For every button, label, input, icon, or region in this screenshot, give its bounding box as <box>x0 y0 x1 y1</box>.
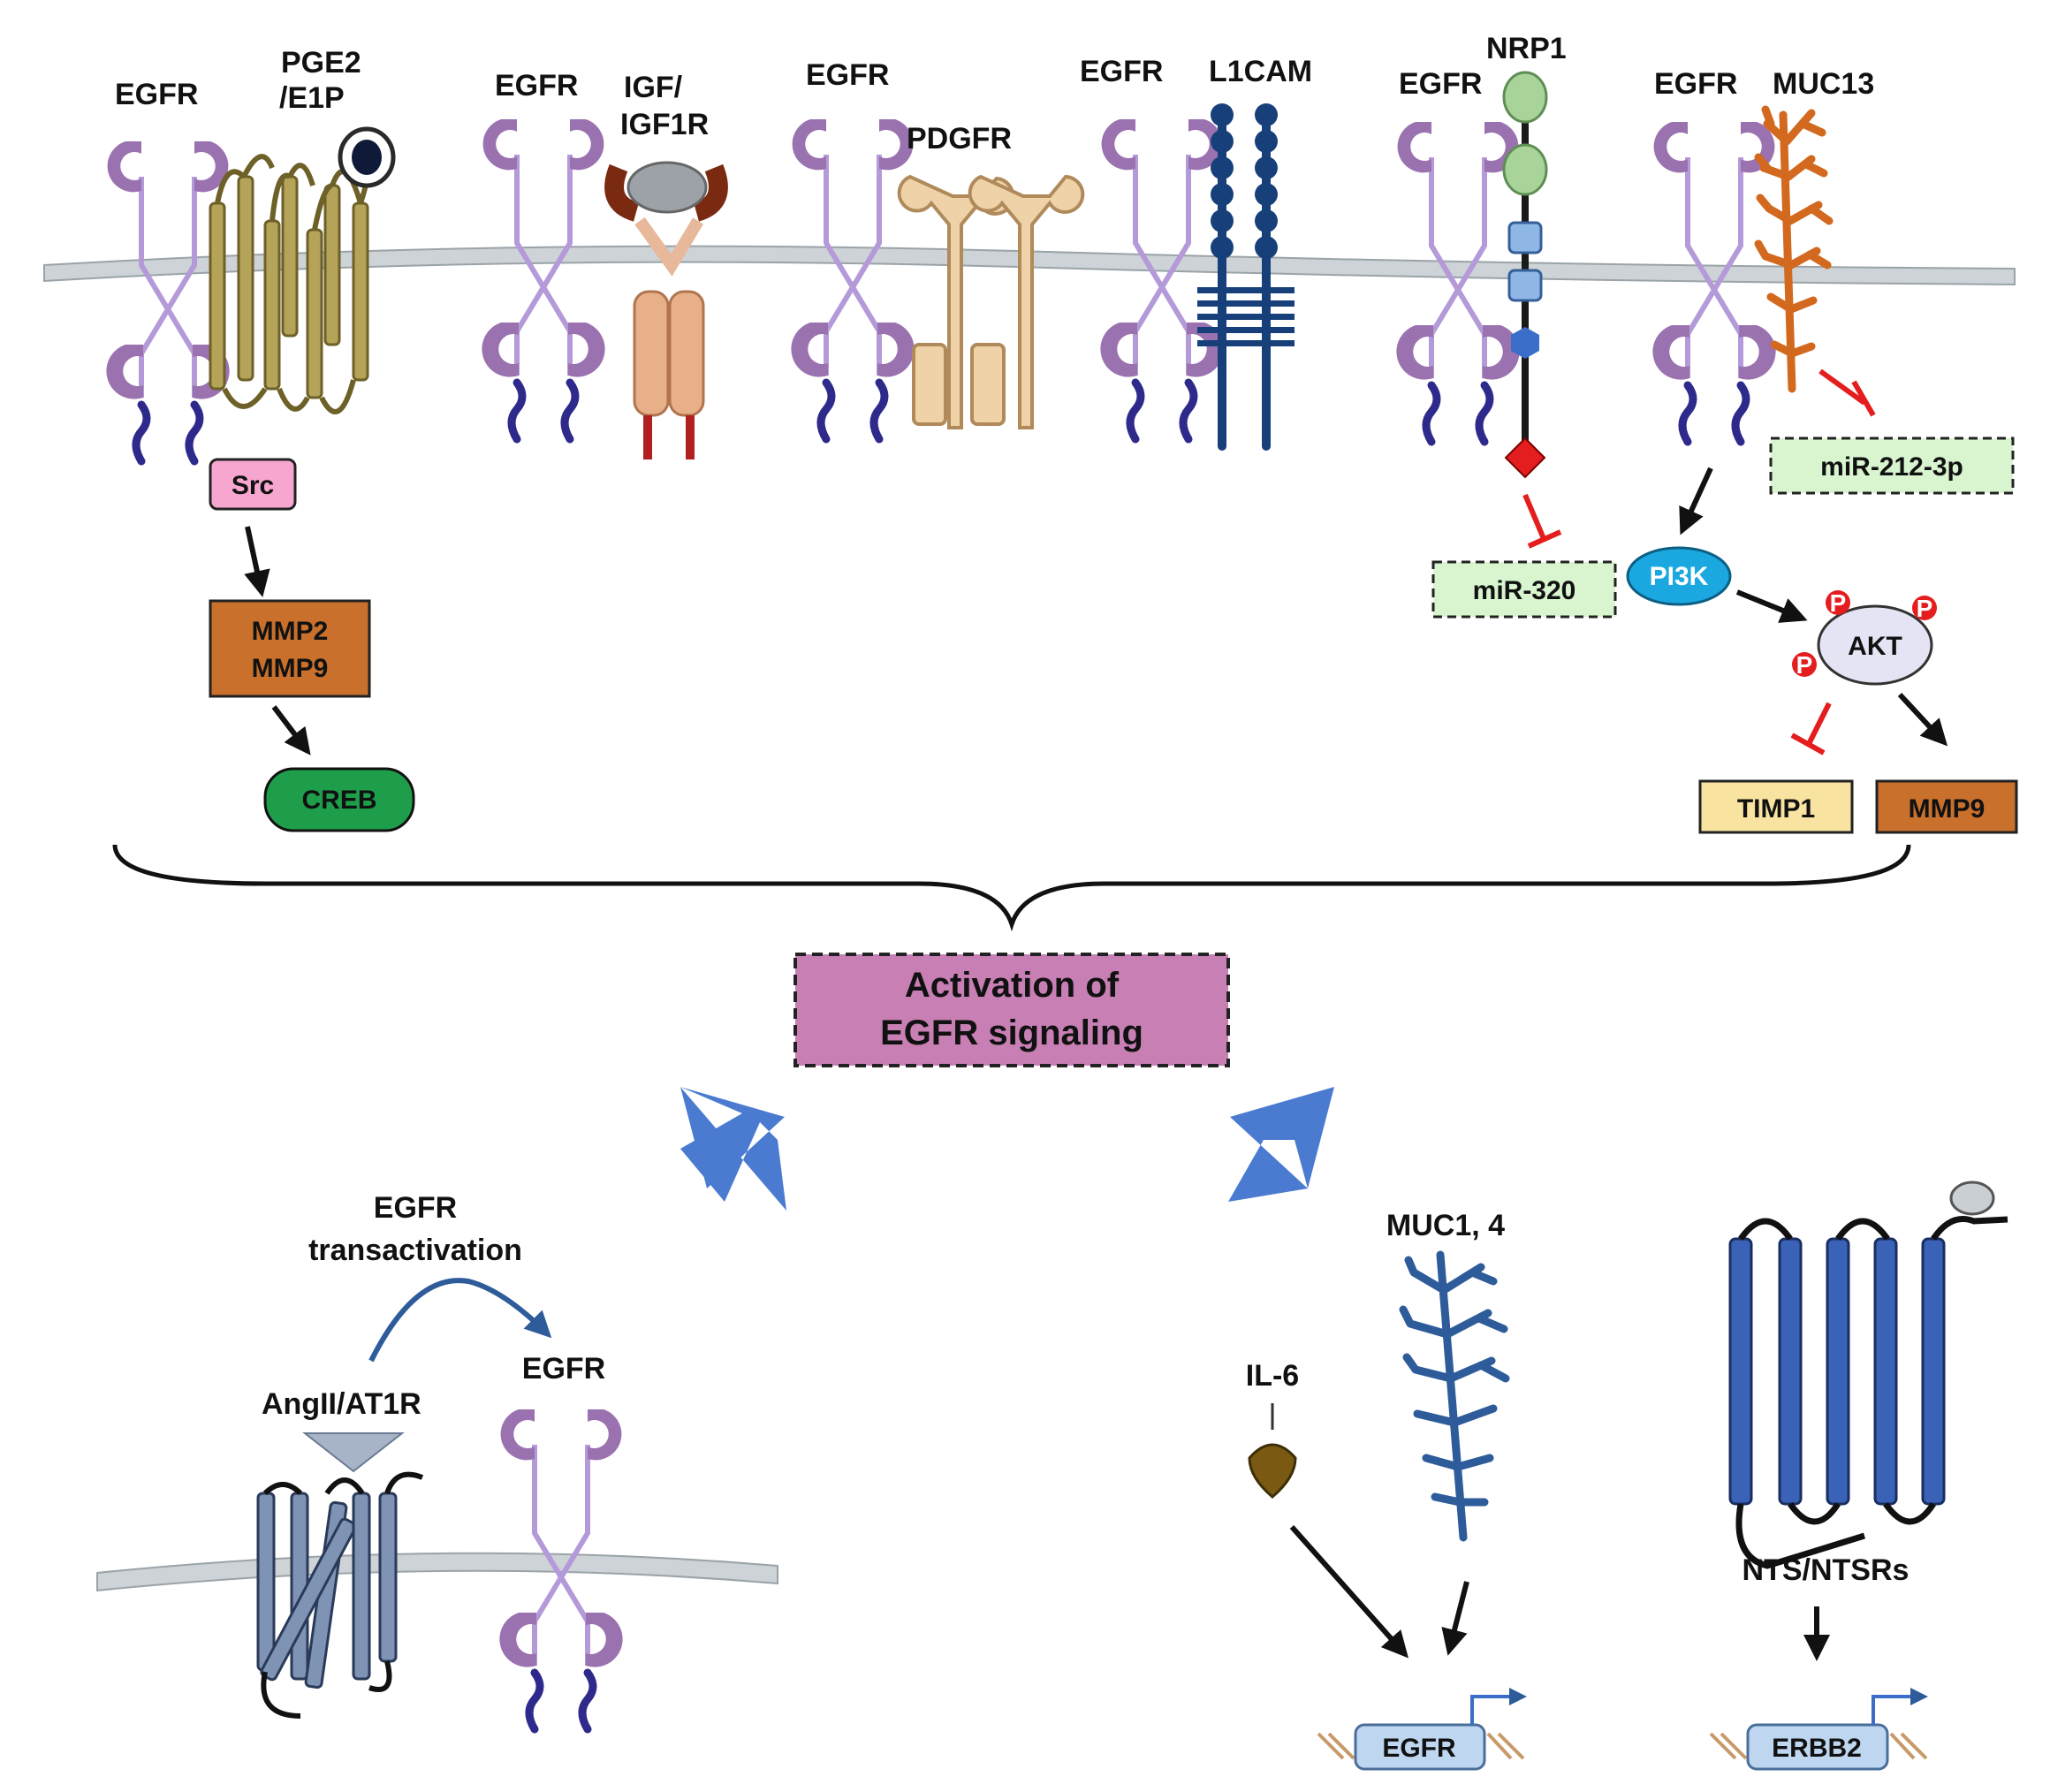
phospho-2: P <box>1912 595 1937 622</box>
label-egfr-4: EGFR <box>1080 55 1163 88</box>
phospho-3: P <box>1792 651 1817 679</box>
arrow-mmp-creb <box>271 705 311 756</box>
label-nts: NTS/NTSRs <box>1742 1553 1910 1587</box>
label-egfr-1: EGFR <box>115 78 198 111</box>
egfr-receptor-3 <box>791 119 914 439</box>
mmp2-mmp9-box <box>209 599 371 698</box>
label-akt: AKT <box>1848 632 1902 661</box>
phospho-1: P <box>1826 589 1850 617</box>
big-arrow-left <box>680 1087 786 1211</box>
pge2-gpcr <box>209 130 372 414</box>
mir320-box <box>1431 560 1617 619</box>
arrow-muc-egfr <box>1441 1581 1469 1656</box>
label-pi3k: PI3K <box>1650 562 1709 591</box>
label-pdgfr: PDGFR <box>907 122 1012 156</box>
label-activation-1: Activation of <box>905 966 1120 1005</box>
angii-ligand <box>302 1432 405 1473</box>
mmp9-box <box>1875 779 2018 834</box>
inhibit-akt-timp1 <box>1790 702 1832 756</box>
svg-text:P: P <box>1830 589 1847 617</box>
label-igf1r: IGF1R <box>620 108 709 141</box>
label-activation-2: EGFR signaling <box>880 1014 1143 1052</box>
svg-text:P: P <box>1917 595 1933 622</box>
igf1r-receptor <box>604 163 728 459</box>
label-mir320: miR-320 <box>1473 576 1576 605</box>
label-mir212: miR-212-3p <box>1820 452 1963 482</box>
at1r-receptor <box>256 1471 424 1719</box>
pdgfr-receptor <box>897 174 1085 429</box>
nrp1-receptor <box>1502 71 1548 479</box>
transactivation-arrow <box>368 1278 552 1363</box>
label-muc13: MUC13 <box>1773 67 1874 101</box>
label-egfr-bottom: EGFR <box>522 1352 605 1386</box>
label-egfr-6: EGFR <box>1654 67 1737 101</box>
label-gene-erbb2: ERBB2 <box>1772 1734 1862 1763</box>
muc13-mucin <box>1754 105 1834 393</box>
inhibit-muc13-mir212 <box>1818 368 1876 417</box>
label-timp1: TIMP1 <box>1737 794 1815 824</box>
arrow-il6-egfr <box>1289 1525 1408 1659</box>
label-igf: IGF/ <box>624 71 683 104</box>
akt-node <box>1817 604 1933 686</box>
inhibit-nrp1-mir320 <box>1522 493 1562 549</box>
label-egfr-3: EGFR <box>806 58 889 92</box>
muc1-4-mucin <box>1399 1250 1510 1542</box>
grouping-brace <box>112 844 1911 932</box>
egfr-receptor-2 <box>482 119 604 439</box>
creb-box <box>263 767 415 832</box>
gene-erbb2 <box>1709 1688 1928 1771</box>
label-l1cam: L1CAM <box>1209 55 1312 88</box>
il6-ligand <box>1248 1443 1297 1499</box>
label-pge2: PGE2 <box>281 46 361 80</box>
pge2-ligand <box>338 126 396 188</box>
label-transact-2: transactivation <box>308 1234 522 1267</box>
label-il6: IL-6 <box>1246 1359 1299 1393</box>
gene-egfr <box>1317 1688 1527 1771</box>
bottom-membrane <box>96 1552 778 1592</box>
label-muc14: MUC1, 4 <box>1386 1209 1505 1242</box>
label-mmp9-a: MMP9 <box>252 654 329 683</box>
igf-ligand <box>626 161 708 214</box>
arrow-akt-mmp9 <box>1897 692 1948 747</box>
label-angii: AngII/AT1R <box>262 1387 421 1421</box>
ntsr-receptor <box>1728 1216 2008 1569</box>
arrow-pi3k-akt <box>1735 589 1808 623</box>
pi3k-node <box>1626 546 1732 606</box>
egfr-receptor-4 <box>1100 119 1223 439</box>
mir212-box <box>1769 437 2015 495</box>
label-mmp9-b: MMP9 <box>1909 794 1985 824</box>
arrow-src-mmp <box>244 526 270 597</box>
big-arrow-right <box>1228 1087 1334 1202</box>
label-gene-egfr: EGFR <box>1382 1734 1456 1763</box>
l1cam-receptor <box>1197 103 1295 451</box>
src-box <box>209 458 297 511</box>
label-src: Src <box>232 471 274 500</box>
label-nrp1: NRP1 <box>1486 32 1567 65</box>
arrow-egfr-pi3k <box>1679 467 1713 535</box>
label-transact-1: EGFR <box>374 1191 457 1225</box>
label-mmp2: MMP2 <box>252 617 329 646</box>
nts-ligand <box>1949 1181 1995 1216</box>
label-egfr-5: EGFR <box>1399 67 1482 101</box>
label-creb: CREB <box>301 786 376 815</box>
egfr-receptor-5 <box>1396 122 1519 442</box>
label-e1p: /E1P <box>279 81 345 115</box>
timp1-box <box>1698 779 1854 834</box>
label-egfr-2: EGFR <box>495 69 578 103</box>
activation-box <box>793 953 1230 1067</box>
svg-text:P: P <box>1796 651 1813 679</box>
